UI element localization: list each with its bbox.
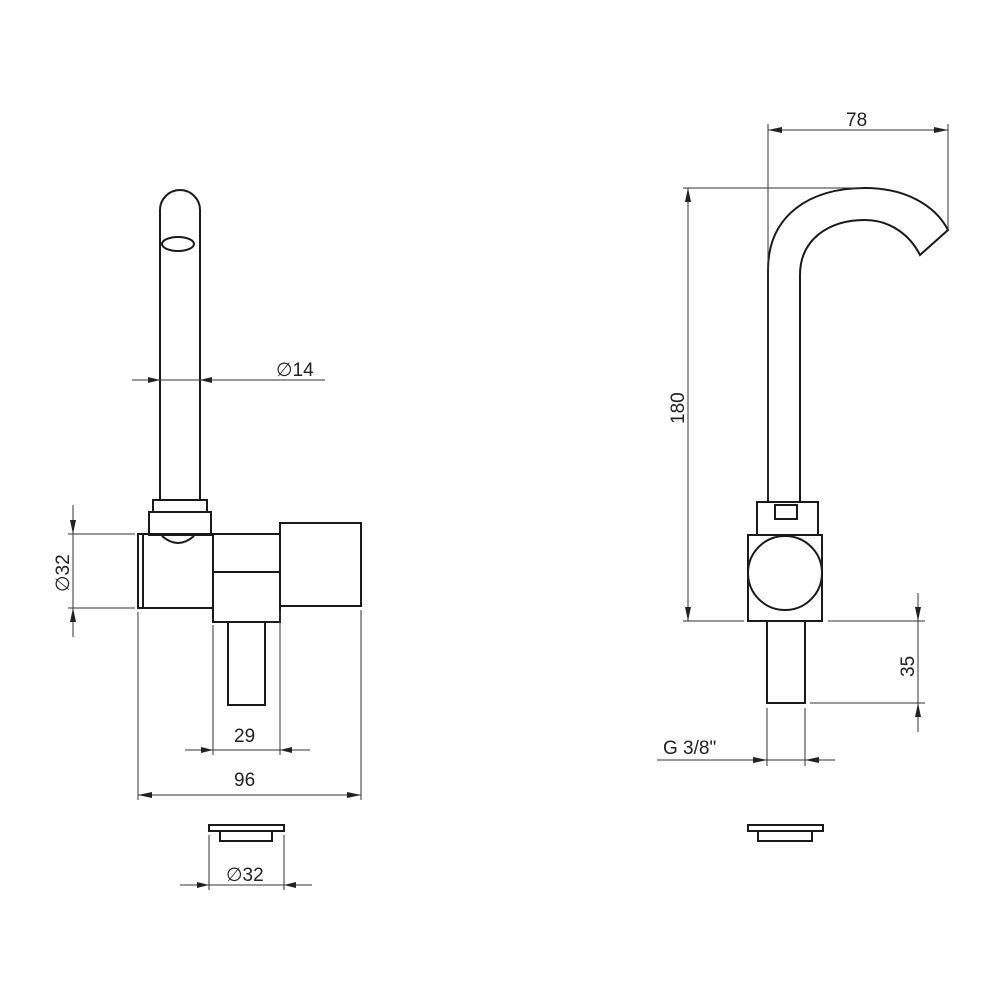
valve-block bbox=[212, 533, 281, 623]
base-plate-lower bbox=[219, 830, 273, 842]
nut-tab bbox=[774, 504, 798, 520]
dim-label: ∅32 bbox=[226, 865, 264, 886]
handle-disc bbox=[747, 535, 823, 611]
spout-outlet bbox=[161, 236, 195, 252]
dim-label: 78 bbox=[846, 110, 867, 131]
dim-label: ∅14 bbox=[276, 360, 314, 381]
nut-top bbox=[152, 499, 208, 513]
dim-label: G 3/8" bbox=[663, 738, 716, 759]
dim-base-diameter: ∅32 bbox=[180, 835, 312, 890]
dim-label: 96 bbox=[234, 770, 255, 791]
dim-block-width: 29 bbox=[185, 610, 310, 755]
shank bbox=[227, 621, 266, 706]
dim-spout-diameter: ∅14 bbox=[132, 360, 325, 383]
dim-height: 180 bbox=[668, 187, 862, 622]
body-cylinder bbox=[137, 533, 214, 609]
spout-tube bbox=[159, 189, 201, 500]
dim-body-diameter: ∅32 bbox=[53, 505, 135, 637]
dim-label: ∅32 bbox=[53, 554, 74, 592]
dim-shank-length: 35 bbox=[810, 593, 925, 732]
dim-reach: 78 bbox=[767, 110, 949, 500]
dim-label: 35 bbox=[898, 656, 919, 677]
front-view: ∅14 ∅32 29 96 bbox=[53, 189, 362, 890]
dim-overall-width: 96 bbox=[137, 610, 362, 800]
handle bbox=[279, 522, 362, 607]
nut-arc bbox=[161, 535, 195, 544]
nut bbox=[148, 511, 212, 536]
dim-label: 180 bbox=[668, 392, 689, 424]
side-base-plate-lower bbox=[757, 830, 813, 842]
dim-label: 29 bbox=[234, 726, 255, 747]
spout-curve bbox=[767, 186, 950, 502]
side-shank bbox=[766, 620, 806, 704]
dim-thread: G 3/8" bbox=[657, 708, 835, 766]
side-view: 78 180 35 G 3/8" bbox=[657, 110, 950, 842]
